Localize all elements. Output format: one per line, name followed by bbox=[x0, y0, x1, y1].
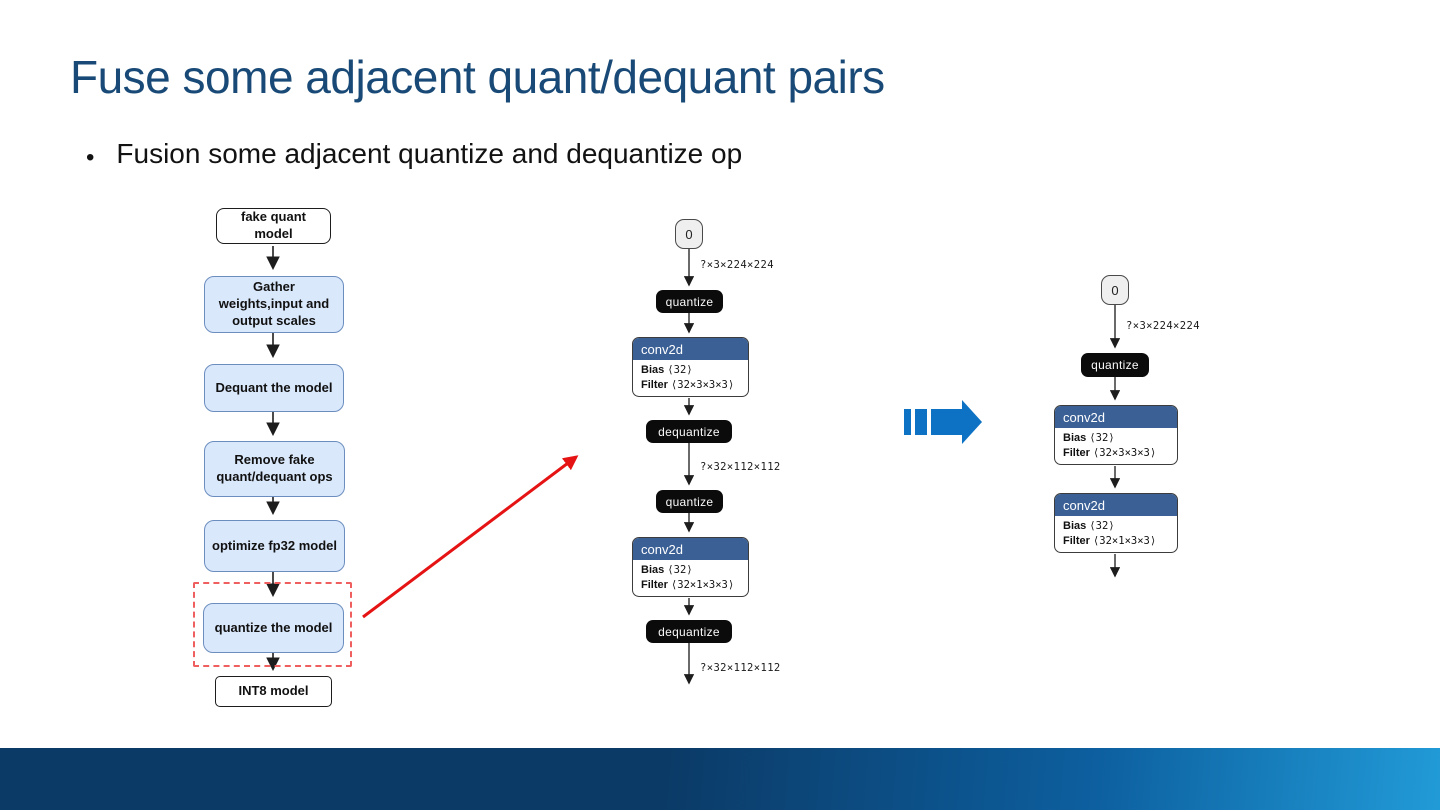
conv2d-node: conv2d Bias ⟨32⟩ Filter ⟨32×1×3×3⟩ bbox=[1054, 493, 1178, 553]
tensor-shape-label: ?×3×224×224 bbox=[700, 259, 774, 271]
attr-value: ⟨32⟩ bbox=[667, 564, 693, 576]
bullet-marker: • bbox=[86, 144, 95, 171]
flow-step-remove-fake-ops: Remove fake quant/dequant ops bbox=[204, 441, 345, 497]
tensor-shape-label: ?×32×112×112 bbox=[700, 662, 781, 674]
conv2d-node-title: conv2d bbox=[1055, 406, 1177, 428]
quantize-op-node: quantize bbox=[656, 290, 723, 313]
attr-value: ⟨32×1×3×3⟩ bbox=[1092, 535, 1157, 547]
tensor-shape-label: ?×3×224×224 bbox=[1126, 320, 1200, 332]
attr-name: Filter bbox=[1063, 447, 1090, 459]
flow-step-dequant-model: Dequant the model bbox=[204, 364, 344, 412]
conv2d-node: conv2d Bias ⟨32⟩ Filter ⟨32×3×3×3⟩ bbox=[1054, 405, 1178, 465]
bullet-text: Fusion some adjacent quantize and dequan… bbox=[116, 138, 743, 169]
graph-input-node: 0 bbox=[1101, 275, 1129, 305]
blue-transform-arrow bbox=[904, 400, 982, 444]
attr-name: Bias bbox=[641, 364, 665, 376]
attr-name: Bias bbox=[641, 564, 665, 576]
attr-name: Filter bbox=[1063, 535, 1090, 547]
conv2d-node: conv2d Bias ⟨32⟩ Filter ⟨32×3×3×3⟩ bbox=[632, 337, 749, 397]
graph-input-node: 0 bbox=[675, 219, 703, 249]
flow-step-int8-model: INT8 model bbox=[215, 676, 332, 707]
quantize-op-node: quantize bbox=[1081, 353, 1149, 377]
quantize-op-node: quantize bbox=[656, 490, 723, 513]
conv2d-node-title: conv2d bbox=[633, 538, 748, 560]
quantize-step-highlight bbox=[193, 582, 352, 667]
attr-value: ⟨32×1×3×3⟩ bbox=[670, 579, 735, 591]
attr-name: Filter bbox=[641, 379, 668, 391]
attr-name: Bias bbox=[1063, 520, 1087, 532]
page-title: Fuse some adjacent quant/dequant pairs bbox=[70, 51, 885, 103]
dequantize-op-node: dequantize bbox=[646, 420, 732, 443]
flow-step-quantize-model: quantize the model bbox=[203, 603, 344, 653]
attr-value: ⟨32×3×3×3⟩ bbox=[1092, 447, 1157, 459]
attr-name: Bias bbox=[1063, 432, 1087, 444]
attr-value: ⟨32⟩ bbox=[1089, 432, 1115, 444]
dequantize-op-node: dequantize bbox=[646, 620, 732, 643]
flow-step-gather-scales: Gather weights,input and output scales bbox=[204, 276, 344, 333]
conv2d-node: conv2d Bias ⟨32⟩ Filter ⟨32×1×3×3⟩ bbox=[632, 537, 749, 597]
flow-step-fake-quant-model: fake quant model bbox=[216, 208, 331, 244]
attr-value: ⟨32⟩ bbox=[667, 364, 693, 376]
tensor-shape-label: ?×32×112×112 bbox=[700, 461, 781, 473]
conv2d-node-title: conv2d bbox=[1055, 494, 1177, 516]
bullet-item: • Fusion some adjacent quantize and dequ… bbox=[86, 138, 742, 178]
attr-value: ⟨32×3×3×3⟩ bbox=[670, 379, 735, 391]
footer-bar: intel ® bbox=[0, 748, 1440, 810]
conv2d-node-title: conv2d bbox=[633, 338, 748, 360]
red-callout-arrow bbox=[362, 455, 579, 619]
attr-value: ⟨32⟩ bbox=[1089, 520, 1115, 532]
attr-name: Filter bbox=[641, 579, 668, 591]
flow-step-optimize-fp32: optimize fp32 model bbox=[204, 520, 345, 572]
